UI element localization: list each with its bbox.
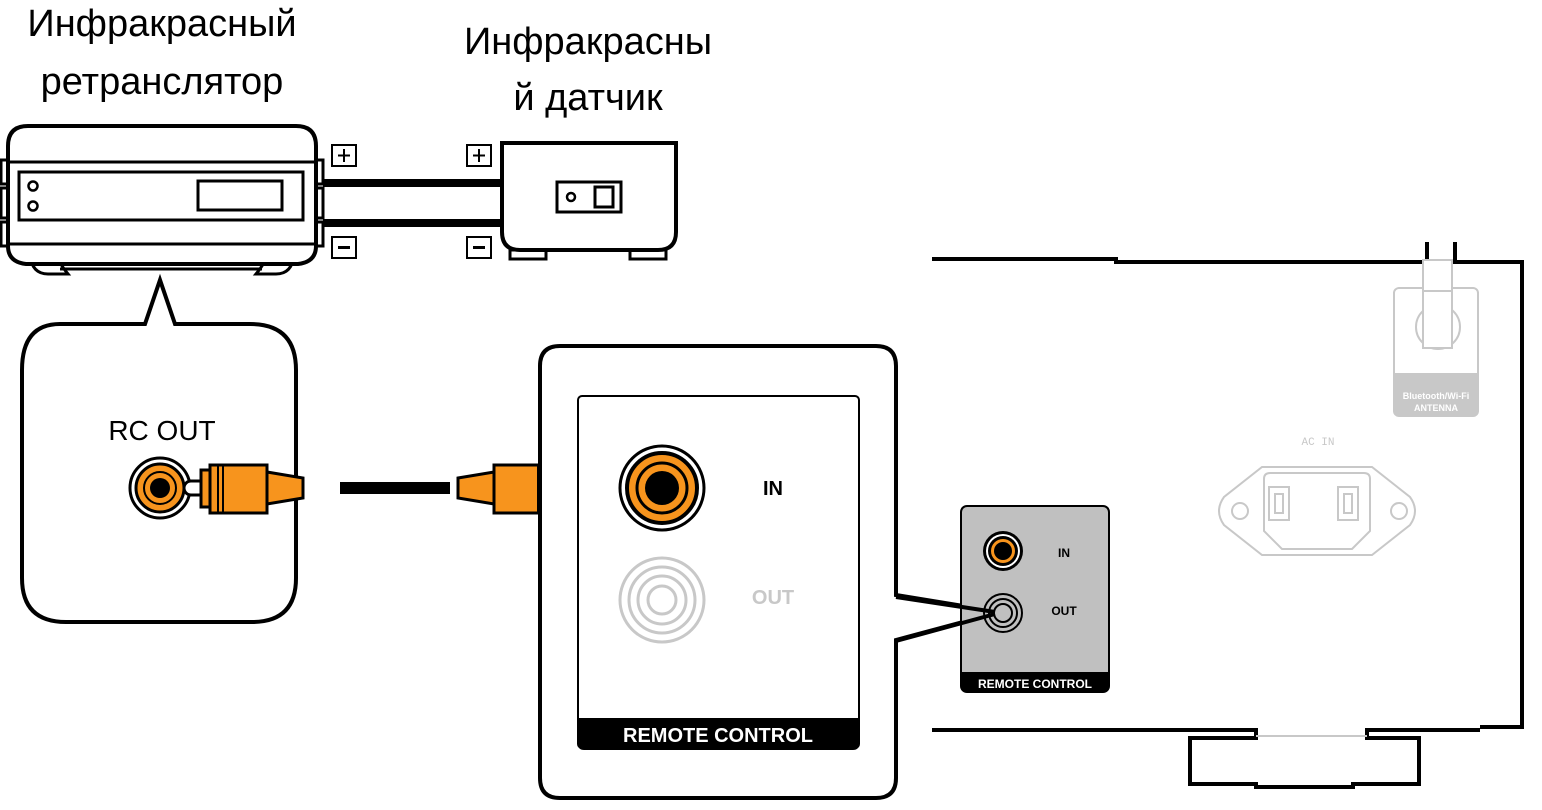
- rc-out-jack-icon: [128, 456, 192, 520]
- remote-control-callout: [538, 344, 1001, 800]
- main-unit-rear-panel: [932, 242, 1524, 789]
- ir-sensor-device: [500, 141, 678, 261]
- ac-in-label: AC IN: [1301, 437, 1334, 449]
- remote-out-jack-icon: [618, 556, 706, 644]
- antenna-icon: [1393, 259, 1479, 417]
- repeater-minus-terminal-icon: [331, 236, 357, 259]
- rear-in-label: IN: [1058, 546, 1070, 560]
- repeater-plus-terminal-icon: [331, 144, 357, 167]
- antenna-label-line2: ANTENNA: [1414, 403, 1458, 413]
- remote-in-label: IN: [763, 478, 783, 500]
- sensor-minus-terminal-icon: [466, 236, 492, 259]
- sensor-title-line2: й датчик: [513, 77, 663, 119]
- ac-inlet-icon: [1218, 466, 1416, 556]
- rear-in-jack-icon: [983, 531, 1023, 571]
- rear-remote-control-panel: [960, 505, 1110, 693]
- antenna-label-line1: Bluetooth/Wi-Fi: [1403, 391, 1469, 401]
- rear-out-label: OUT: [1051, 604, 1077, 618]
- rear-remote-control-label: REMOTE CONTROL: [978, 677, 1092, 691]
- rca-cable: [182, 463, 583, 515]
- sensor-plus-terminal-icon: [466, 144, 492, 167]
- sensor-title-line1: Инфракрасны: [464, 21, 712, 63]
- rc-out-label: RC OUT: [108, 415, 215, 446]
- ir-repeater-device: [0, 124, 325, 276]
- remote-in-jack-icon: [618, 444, 706, 532]
- callout-pointer-upper: [895, 595, 996, 614]
- repeater-title-line2: ретранслятор: [41, 61, 284, 103]
- callout-pointer-lower: [895, 612, 996, 643]
- remote-control-panel-label: REMOTE CONTROL: [623, 725, 813, 747]
- rc-out-callout: [20, 273, 298, 624]
- repeater-title-line1: Инфракрасный: [27, 3, 296, 45]
- remote-out-label: OUT: [752, 587, 794, 609]
